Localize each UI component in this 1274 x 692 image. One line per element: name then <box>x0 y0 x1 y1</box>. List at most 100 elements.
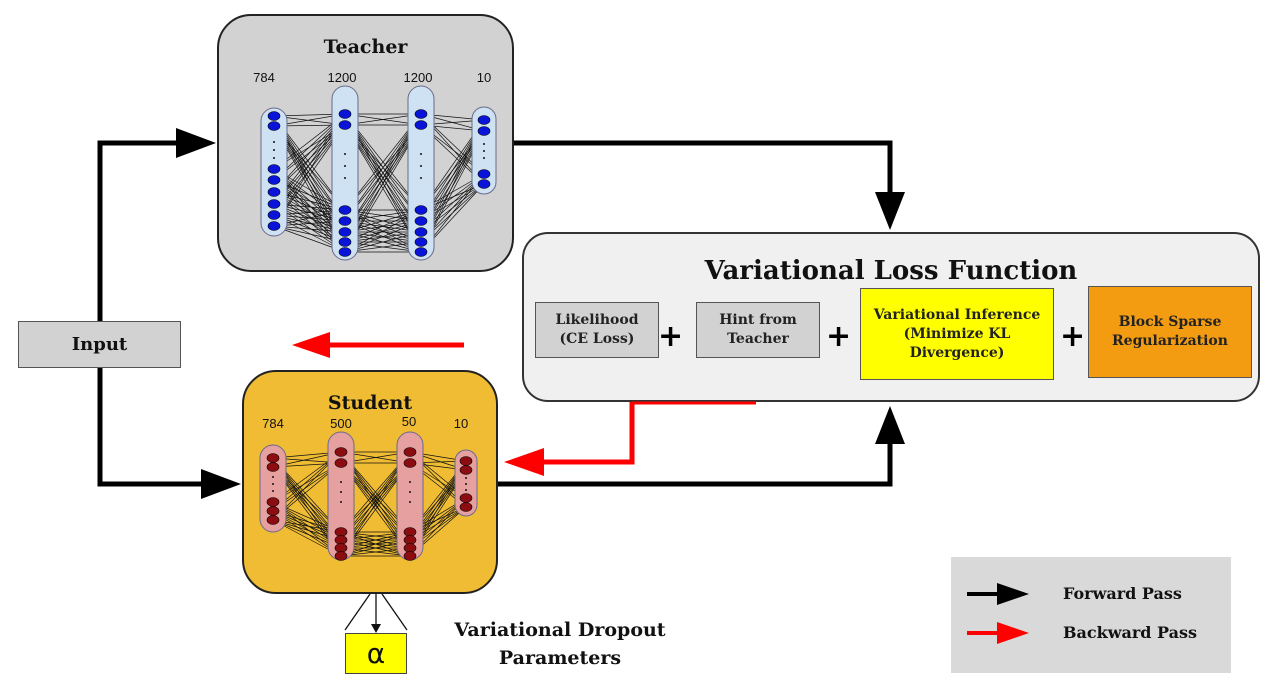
student-node <box>334 458 348 468</box>
student-ellipsis-dot <box>340 491 342 493</box>
student-node <box>403 447 417 457</box>
student-title: Student <box>327 392 413 414</box>
student-layer <box>259 444 287 533</box>
student-ellipsis-dot <box>409 491 411 493</box>
teacher-ellipsis-dot <box>344 153 346 155</box>
teacher-layer <box>407 85 435 261</box>
student-ellipsis-dot <box>272 476 274 478</box>
teacher-node <box>267 187 281 197</box>
student-to-loss-line <box>498 440 893 487</box>
loss-title: Variational Loss Function <box>704 256 1078 286</box>
student-node <box>403 551 417 561</box>
student-ellipsis-dot <box>340 481 342 483</box>
teacher-hint-term: Hint from Teacher <box>696 302 820 358</box>
teacher-ellipsis-dot <box>420 177 422 179</box>
teacher-node <box>338 237 352 247</box>
teacher-node <box>477 179 491 189</box>
teacher-node <box>267 199 281 209</box>
input-to-student-line <box>97 368 204 487</box>
student-ellipsis-dot <box>465 477 467 479</box>
teacher-node <box>414 120 428 130</box>
teacher-title: Teacher <box>323 36 408 58</box>
student-node <box>334 447 348 457</box>
input-to-teacher-line <box>97 140 178 321</box>
student-ellipsis-dot <box>409 501 411 503</box>
teacher-network-panel: Teacher 784 1200 1200 10 <box>217 14 514 272</box>
dropout-link <box>344 593 371 631</box>
student-layer-label: 50 <box>401 414 417 429</box>
legend-arrows <box>967 583 1029 644</box>
alpha-parameter-box: α <box>345 633 407 674</box>
teacher-node <box>414 205 428 215</box>
student-node <box>266 462 280 472</box>
likelihood-term: Likelihood (CE Loss) <box>535 302 659 358</box>
input-to-teacher-arrowhead <box>176 128 216 158</box>
teacher-layer-label: 1200 <box>403 70 433 85</box>
teacher-node <box>414 247 428 257</box>
backward-legend-arrowhead <box>997 622 1029 644</box>
forward-pass-label: Forward Pass <box>1063 584 1182 603</box>
forward-legend-arrowhead <box>997 583 1029 605</box>
block-sparse-term: Block Sparse Regularization <box>1088 286 1252 378</box>
teacher-layer-label: 1200 <box>327 70 357 85</box>
student-ellipsis-dot <box>272 490 274 492</box>
dropout-parameters-label: Variational Dropout Parameters <box>454 619 666 669</box>
student-node <box>334 551 348 561</box>
teacher-node <box>477 169 491 179</box>
teacher-ellipsis-dot <box>483 150 485 152</box>
teacher-node <box>338 216 352 226</box>
teacher-ellipsis-dot <box>273 149 275 151</box>
teacher-node <box>414 227 428 237</box>
plus-operator: + <box>1060 319 1086 354</box>
backward-pass-label: Backward Pass <box>1063 623 1198 642</box>
teacher-node <box>477 115 491 125</box>
student-network-graph <box>259 431 478 561</box>
student-to-loss-arrowhead <box>875 406 905 444</box>
teacher-ellipsis-dot <box>344 177 346 179</box>
student-network-panel: Student 784 500 50 10 <box>242 370 498 594</box>
teacher-node <box>414 109 428 119</box>
teacher-node <box>414 237 428 247</box>
teacher-ellipsis-dot <box>483 143 485 145</box>
teacher-to-loss-line <box>514 140 893 196</box>
teacher-node <box>477 126 491 136</box>
plus-operator: + <box>826 319 852 354</box>
student-node <box>459 502 473 512</box>
teacher-node <box>338 109 352 119</box>
backward-arrow-to-student-head <box>504 448 544 476</box>
teacher-ellipsis-dot <box>420 153 422 155</box>
variational-inference-term: Variational Inference (Minimize KL Diver… <box>860 288 1054 380</box>
backward-arrow-to-student-line <box>540 402 635 465</box>
backward-arrow-top-head <box>292 332 330 358</box>
student-ellipsis-dot <box>409 481 411 483</box>
dropout-arrowhead <box>371 624 381 633</box>
teacher-node <box>338 205 352 215</box>
student-ellipsis-dot <box>272 483 274 485</box>
teacher-ellipsis-dot <box>344 165 346 167</box>
teacher-node <box>338 247 352 257</box>
teacher-node <box>267 121 281 131</box>
teacher-ellipsis-dot <box>483 157 485 159</box>
teacher-node <box>414 216 428 226</box>
teacher-node <box>267 175 281 185</box>
teacher-ellipsis-dot <box>273 157 275 159</box>
plus-operator: + <box>658 319 684 354</box>
teacher-node <box>338 120 352 130</box>
input-box: Input <box>18 321 181 368</box>
student-layer-label: 10 <box>453 416 469 431</box>
student-node <box>266 515 280 525</box>
teacher-ellipsis-dot <box>420 165 422 167</box>
student-node <box>403 458 417 468</box>
student-ellipsis-dot <box>465 483 467 485</box>
input-to-student-arrowhead <box>201 469 241 499</box>
teacher-node <box>267 221 281 231</box>
teacher-ellipsis-dot <box>273 141 275 143</box>
teacher-layer-label: 10 <box>476 70 492 85</box>
teacher-layer-label: 784 <box>253 70 275 85</box>
teacher-layer <box>331 85 359 261</box>
teacher-network-graph <box>260 85 497 261</box>
teacher-node <box>267 210 281 220</box>
teacher-node <box>267 111 281 121</box>
student-ellipsis-dot <box>340 501 342 503</box>
